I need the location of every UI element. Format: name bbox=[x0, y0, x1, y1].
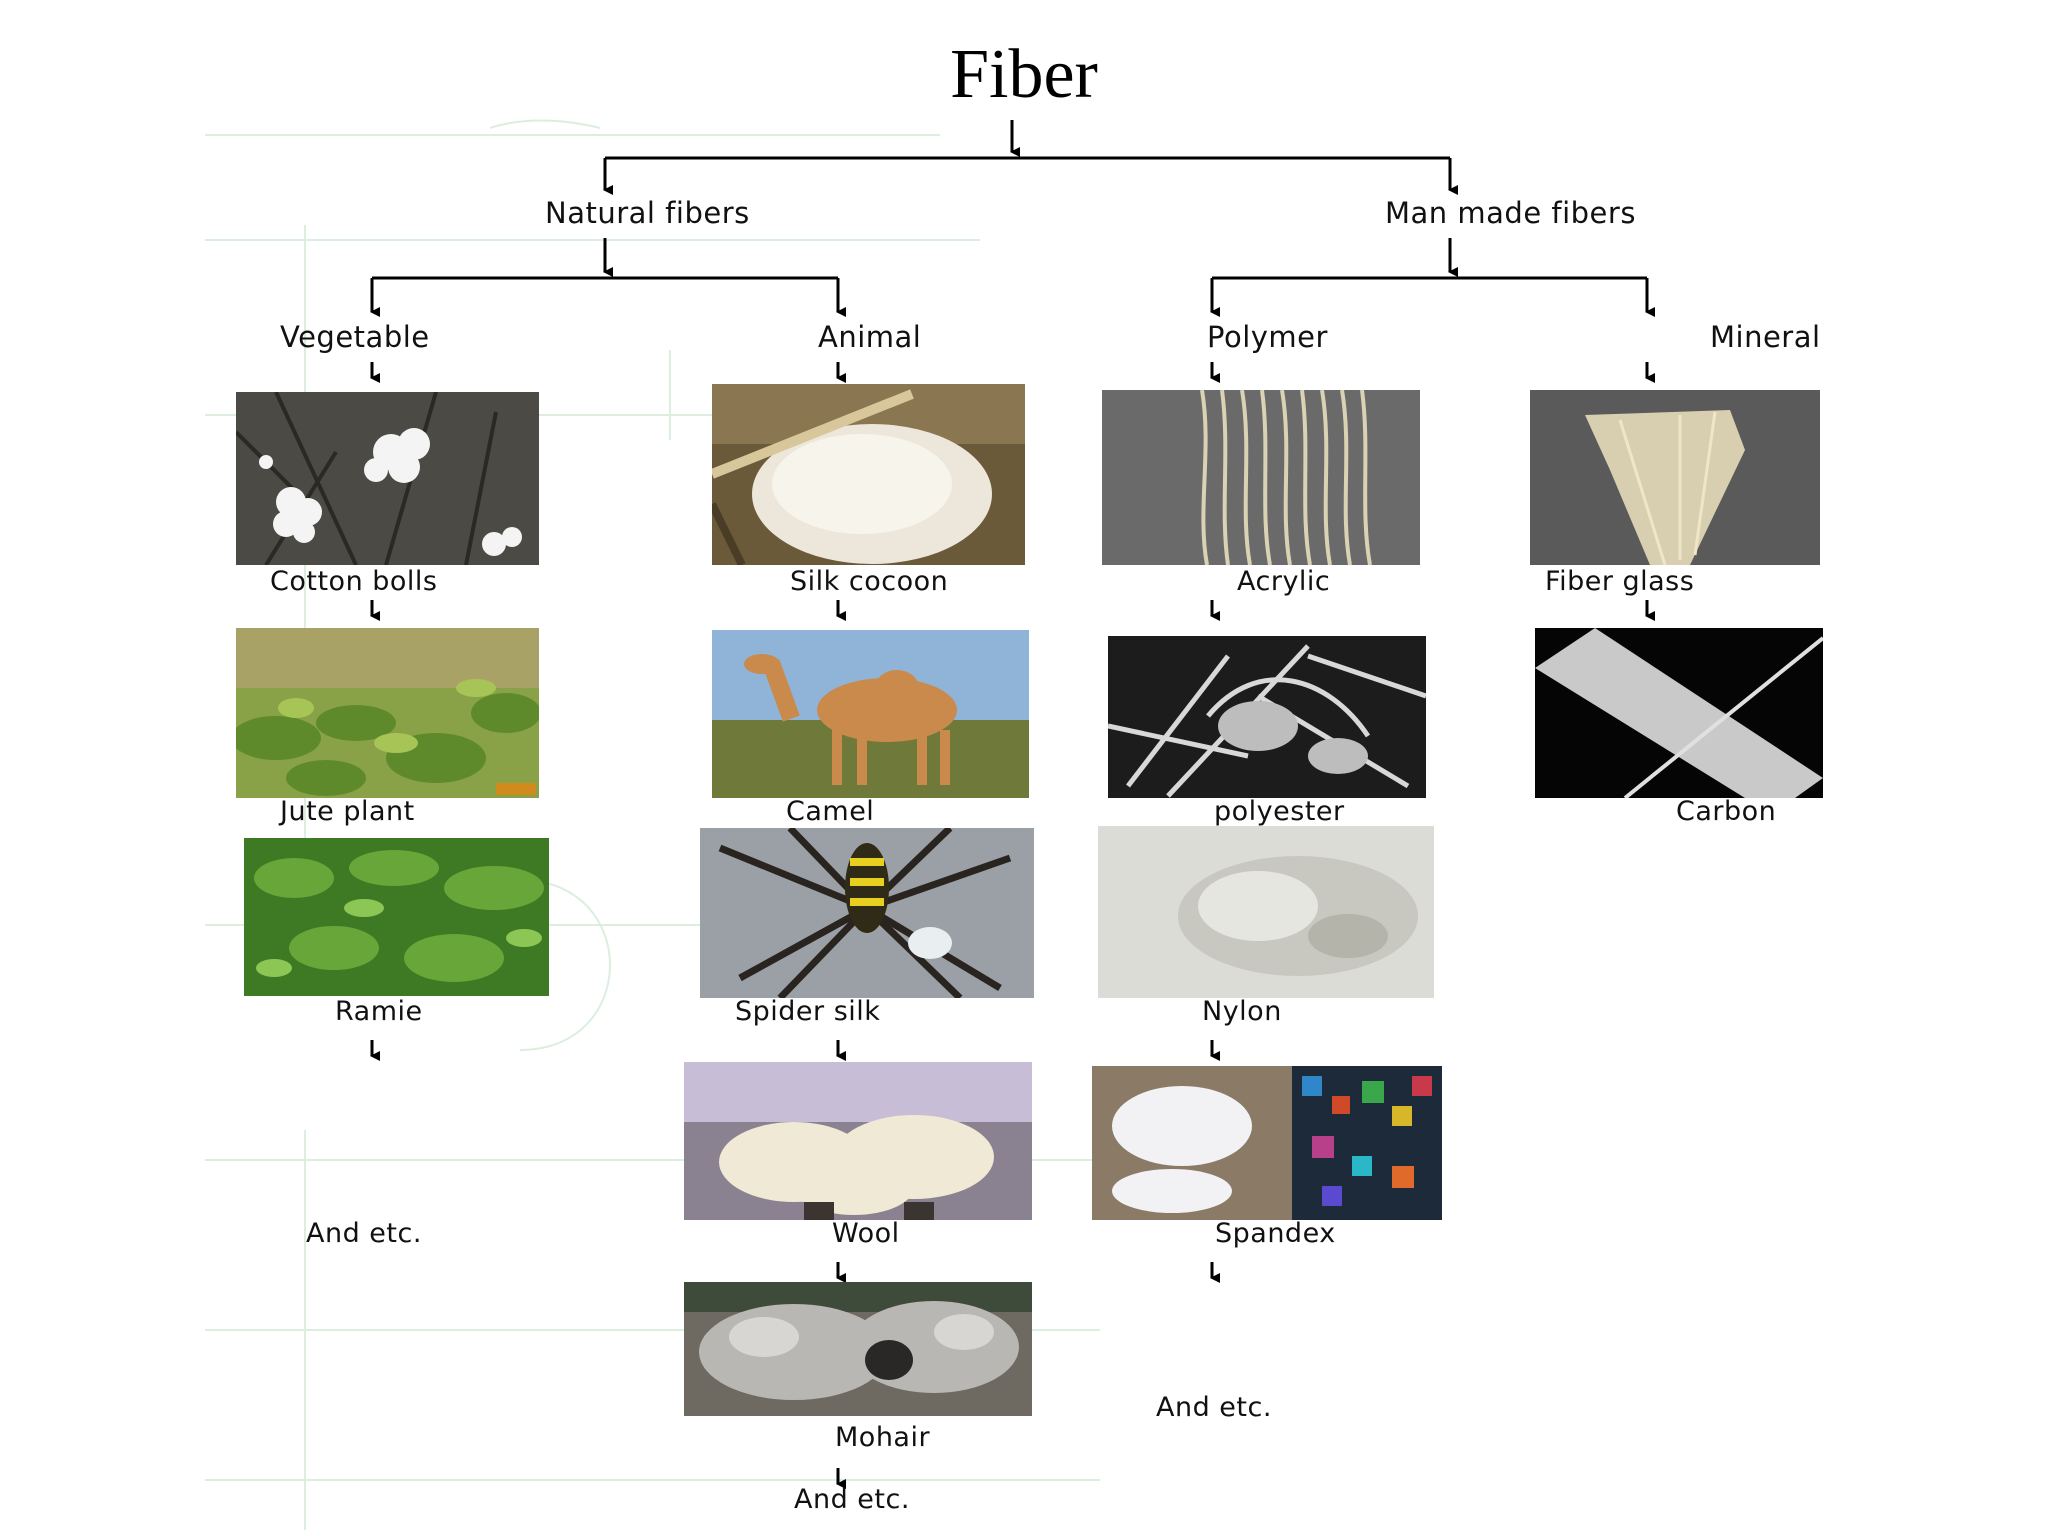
nylon-photo bbox=[1098, 826, 1434, 998]
label-vegetable-etc: And etc. bbox=[306, 1218, 422, 1249]
category-animal: Animal bbox=[818, 320, 922, 354]
label-camel: Camel bbox=[786, 796, 875, 827]
label-polyester: polyester bbox=[1214, 796, 1345, 827]
jute-plant-photo bbox=[236, 628, 539, 798]
spider-silk-photo bbox=[700, 828, 1034, 998]
polyester-photo bbox=[1108, 636, 1426, 798]
ramie-photo bbox=[244, 838, 549, 996]
label-spider-silk: Spider silk bbox=[735, 996, 881, 1027]
fiber-glass-photo bbox=[1530, 390, 1820, 565]
label-silk-cocoon: Silk cocoon bbox=[790, 566, 949, 597]
label-jute-plant: Jute plant bbox=[280, 796, 415, 827]
silk-cocoon-photo bbox=[712, 384, 1025, 565]
label-animal-etc: And etc. bbox=[794, 1484, 910, 1515]
camel-photo bbox=[712, 630, 1029, 798]
label-carbon: Carbon bbox=[1676, 796, 1777, 827]
label-polymer-etc: And etc. bbox=[1156, 1392, 1272, 1423]
label-nylon: Nylon bbox=[1202, 996, 1282, 1027]
branch-man-made-fibers: Man made fibers bbox=[1385, 196, 1636, 230]
diagram-title: Fiber bbox=[950, 36, 1098, 113]
cotton-bolls-photo bbox=[236, 392, 539, 565]
acrylic-photo bbox=[1102, 390, 1420, 565]
branch-natural-fibers: Natural fibers bbox=[545, 196, 750, 230]
category-vegetable: Vegetable bbox=[280, 320, 430, 354]
carbon-photo bbox=[1535, 628, 1823, 798]
category-polymer: Polymer bbox=[1207, 320, 1328, 354]
label-acrylic: Acrylic bbox=[1237, 566, 1331, 597]
label-spandex: Spandex bbox=[1215, 1218, 1336, 1249]
label-wool: Wool bbox=[832, 1218, 900, 1249]
label-mohair: Mohair bbox=[835, 1422, 931, 1453]
spandex-photo bbox=[1092, 1066, 1442, 1220]
mohair-photo bbox=[684, 1282, 1032, 1416]
label-fiber-glass: Fiber glass bbox=[1545, 566, 1695, 597]
category-mineral: Mineral bbox=[1710, 320, 1821, 354]
wool-photo bbox=[684, 1062, 1032, 1220]
label-ramie: Ramie bbox=[335, 996, 423, 1027]
label-cotton-bolls: Cotton bolls bbox=[270, 566, 438, 597]
